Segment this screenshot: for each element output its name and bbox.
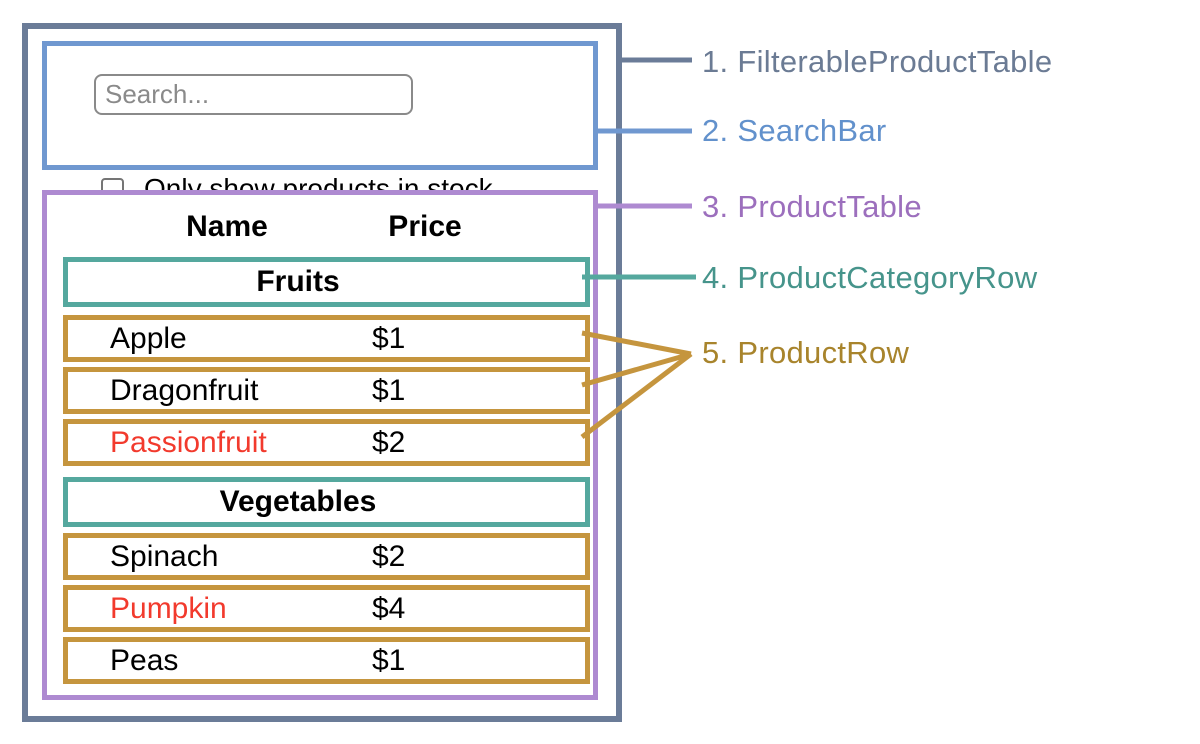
- product-name: Pumpkin: [110, 591, 227, 625]
- product-price: $1: [372, 643, 406, 677]
- product-row-apple: Apple $1: [63, 315, 590, 362]
- category-row-fruits: Fruits: [63, 257, 590, 307]
- search-input[interactable]: [94, 74, 413, 115]
- column-header-name: Name: [186, 210, 268, 243]
- product-name: Dragonfruit: [110, 373, 259, 407]
- category-label: Fruits: [256, 265, 340, 298]
- product-name: Apple: [110, 321, 187, 355]
- search-bar-box: Only show products in stock: [42, 41, 598, 204]
- legend-label-search-bar: 2. SearchBar: [702, 113, 887, 148]
- product-row-spinach: Spinach $2: [63, 533, 590, 580]
- legend-label-product-category-row: 4. ProductCategoryRow: [702, 260, 1038, 295]
- product-price: $1: [372, 373, 406, 407]
- column-header-price: Price: [388, 210, 462, 243]
- product-row-dragonfruit: Dragonfruit $1: [63, 367, 590, 414]
- product-row-peas: Peas $1: [63, 637, 590, 684]
- legend-label-product-table: 3. ProductTable: [702, 189, 922, 224]
- legend-label-product-row: 5. ProductRow: [702, 335, 910, 370]
- product-name: Spinach: [110, 539, 219, 573]
- category-row-vegetables: Vegetables: [63, 477, 590, 527]
- category-label: Vegetables: [219, 485, 377, 518]
- product-row-passionfruit: Passionfruit $2: [63, 419, 590, 466]
- product-row-pumpkin: Pumpkin $4: [63, 585, 590, 632]
- product-name: Peas: [110, 643, 179, 677]
- table-header-row: Name Price: [63, 207, 590, 247]
- product-price: $4: [372, 591, 406, 625]
- product-name: Passionfruit: [110, 425, 267, 459]
- product-price: $1: [372, 321, 406, 355]
- product-price: $2: [372, 425, 406, 459]
- legend-label-filterable-product-table: 1. FilterableProductTable: [702, 44, 1053, 79]
- product-table-box: Name Price Fruits Apple $1 Dragonfruit $…: [42, 190, 598, 700]
- product-price: $2: [372, 539, 406, 573]
